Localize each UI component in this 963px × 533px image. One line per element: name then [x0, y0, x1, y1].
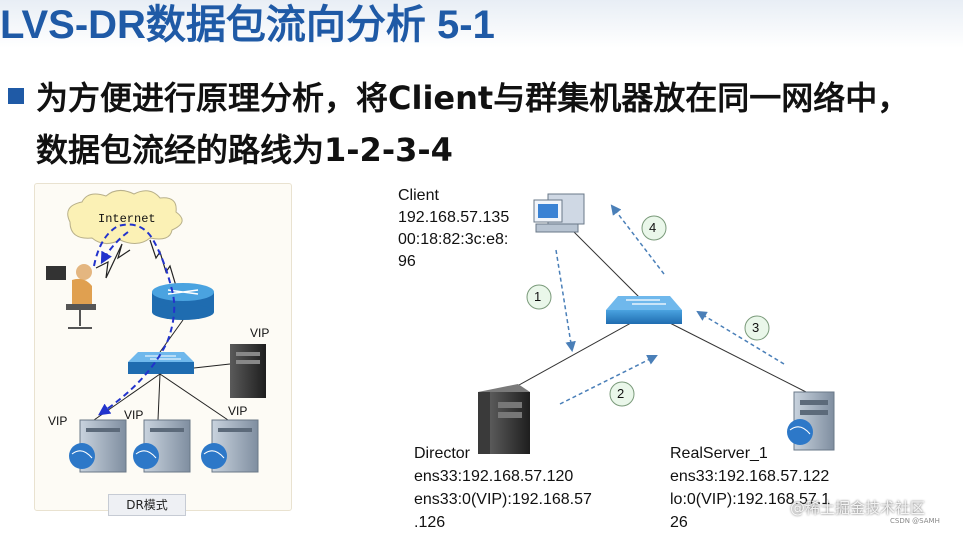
- watermark-small: CSDN @SAMH: [890, 517, 940, 525]
- client-pc-icon: [533, 193, 585, 233]
- vip-label-director: VIP: [250, 326, 270, 340]
- title-bar-background: [0, 0, 963, 48]
- real-server-icon-3: [201, 419, 259, 473]
- cloud-icon: [67, 190, 183, 244]
- client-mac-1: 00:18:82:3c:e8:: [398, 231, 509, 248]
- client-mac-2: 96: [398, 253, 416, 270]
- internet-label: Internet: [98, 212, 156, 226]
- director-vip: ens33:0(VIP):192.168.57: [414, 491, 592, 508]
- bullet-marker: [8, 88, 24, 104]
- bullet-text: 为方便进行原理分析，将Client与群集机器放在同一网络中，数据包流经的路线为1…: [36, 79, 910, 169]
- client-name: Client: [398, 187, 439, 204]
- director-server-icon: [478, 384, 530, 454]
- step-3: 3: [752, 320, 760, 335]
- realserver-ens33: ens33:192.168.57.122: [670, 468, 830, 485]
- realserver-name: RealServer_1: [670, 445, 768, 462]
- vip-label-rs3: VIP: [228, 404, 248, 418]
- realserver-icon: [787, 391, 835, 451]
- client-ip: 192.168.57.135: [398, 209, 510, 226]
- real-server-icon-2: [133, 419, 191, 473]
- director-vip-cont: .126: [414, 514, 446, 531]
- slide-title: LVS-DR数据包流向分析 5-1: [0, 3, 495, 47]
- user-icon: [46, 264, 96, 329]
- realserver-vip: lo:0(VIP):192.168.57.1: [670, 491, 831, 508]
- director-name: Director: [414, 445, 471, 462]
- vip-label-rs2: VIP: [124, 408, 144, 422]
- switch-icon-center: [606, 296, 682, 324]
- director-server-icon-left: [230, 344, 266, 398]
- vip-label-rs1: VIP: [48, 414, 68, 428]
- switch-icon-left: [128, 352, 194, 374]
- watermark: @稀土掘金技术社区: [790, 499, 926, 517]
- step-1: 1: [534, 289, 542, 304]
- mode-label: DR模式: [108, 494, 186, 516]
- step-2: 2: [617, 386, 625, 401]
- step-4: 4: [649, 220, 657, 235]
- real-server-icon-1: [69, 419, 127, 473]
- realserver-vip-cont: 26: [670, 514, 688, 531]
- router-icon: [152, 283, 214, 320]
- director-ens33: ens33:192.168.57.120: [414, 468, 574, 485]
